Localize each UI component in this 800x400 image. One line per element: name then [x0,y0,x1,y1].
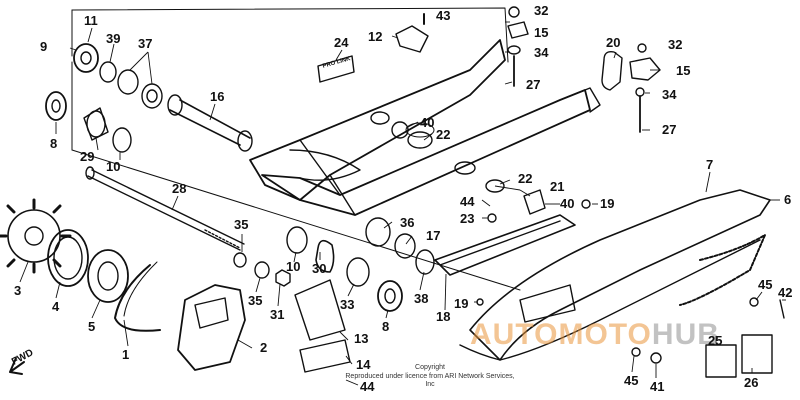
callout-23[interactable]: 23 [460,211,475,226]
callout-2[interactable]: 2 [260,340,268,355]
callout-26[interactable]: 26 [744,375,759,390]
callout-36[interactable]: 36 [400,215,415,230]
callout-29[interactable]: 29 [80,149,95,164]
callout-11[interactable]: 11 [84,13,98,28]
callout-37[interactable]: 37 [138,36,153,51]
callout-25[interactable]: 25 [708,333,723,348]
callout-38[interactable]: 38 [414,291,429,306]
callout-44b[interactable]: 44 [360,379,375,394]
callout-6[interactable]: 6 [784,192,792,207]
callout-17[interactable]: 17 [426,228,441,243]
callout-3[interactable]: 3 [14,283,22,298]
callout-19[interactable]: 19 [600,196,615,211]
callout-9[interactable]: 9 [40,39,48,54]
callout-13[interactable]: 13 [354,331,369,346]
callout-19b[interactable]: 19 [454,296,469,311]
callout-27b[interactable]: 27 [662,122,677,137]
callout-24[interactable]: 24 [334,35,349,50]
callout-34b[interactable]: 34 [662,87,677,102]
callout-45[interactable]: 45 [624,373,639,388]
callout-16[interactable]: 16 [210,89,225,104]
callout-44[interactable]: 44 [460,194,475,209]
watermark-part1: AUTOMOTO [470,318,652,351]
callout-22[interactable]: 22 [436,127,451,142]
callout-41[interactable]: 41 [650,379,665,394]
callout-27[interactable]: 27 [526,77,541,92]
callout-8[interactable]: 8 [50,136,58,151]
callout-12[interactable]: 12 [368,29,383,44]
callout-15[interactable]: 15 [534,25,549,40]
callout-45b[interactable]: 45 [758,277,773,292]
callout-33[interactable]: 33 [340,297,355,312]
callout-4[interactable]: 4 [52,299,60,314]
callout-7[interactable]: 7 [706,157,714,172]
callout-43[interactable]: 43 [436,8,451,23]
copyright-line-1: Copyright [415,364,445,371]
callout-42[interactable]: 42 [778,285,793,300]
callout-39[interactable]: 39 [106,31,121,46]
callout-15b[interactable]: 15 [676,63,691,78]
callout-32b[interactable]: 32 [668,37,683,52]
callout-40[interactable]: 40 [420,115,435,130]
callout-35[interactable]: 35 [234,217,249,232]
callout-28[interactable]: 28 [172,181,187,196]
callout-1[interactable]: 1 [122,347,130,362]
callout-31[interactable]: 31 [270,307,285,322]
callout-22b[interactable]: 22 [518,171,533,186]
callout-8b[interactable]: 8 [382,319,390,334]
copyright-line-2: Reproduced under licence from ARI Networ… [345,373,515,388]
callout-40b[interactable]: 40 [560,196,575,211]
watermark-part2: HUB [651,318,720,351]
callout-14[interactable]: 14 [356,357,371,372]
callout-10b[interactable]: 10 [286,259,301,274]
callout-34[interactable]: 34 [534,45,549,60]
callout-20[interactable]: 20 [606,35,621,50]
callout-18[interactable]: 18 [436,309,451,324]
watermark: AUTOMOTOHUB [470,318,720,352]
callout-35b[interactable]: 35 [248,293,263,308]
callout-21[interactable]: 21 [550,179,565,194]
callout-10[interactable]: 10 [106,159,121,174]
callout-5[interactable]: 5 [88,319,96,334]
callout-32[interactable]: 32 [534,3,549,18]
callout-30[interactable]: 30 [312,261,327,276]
